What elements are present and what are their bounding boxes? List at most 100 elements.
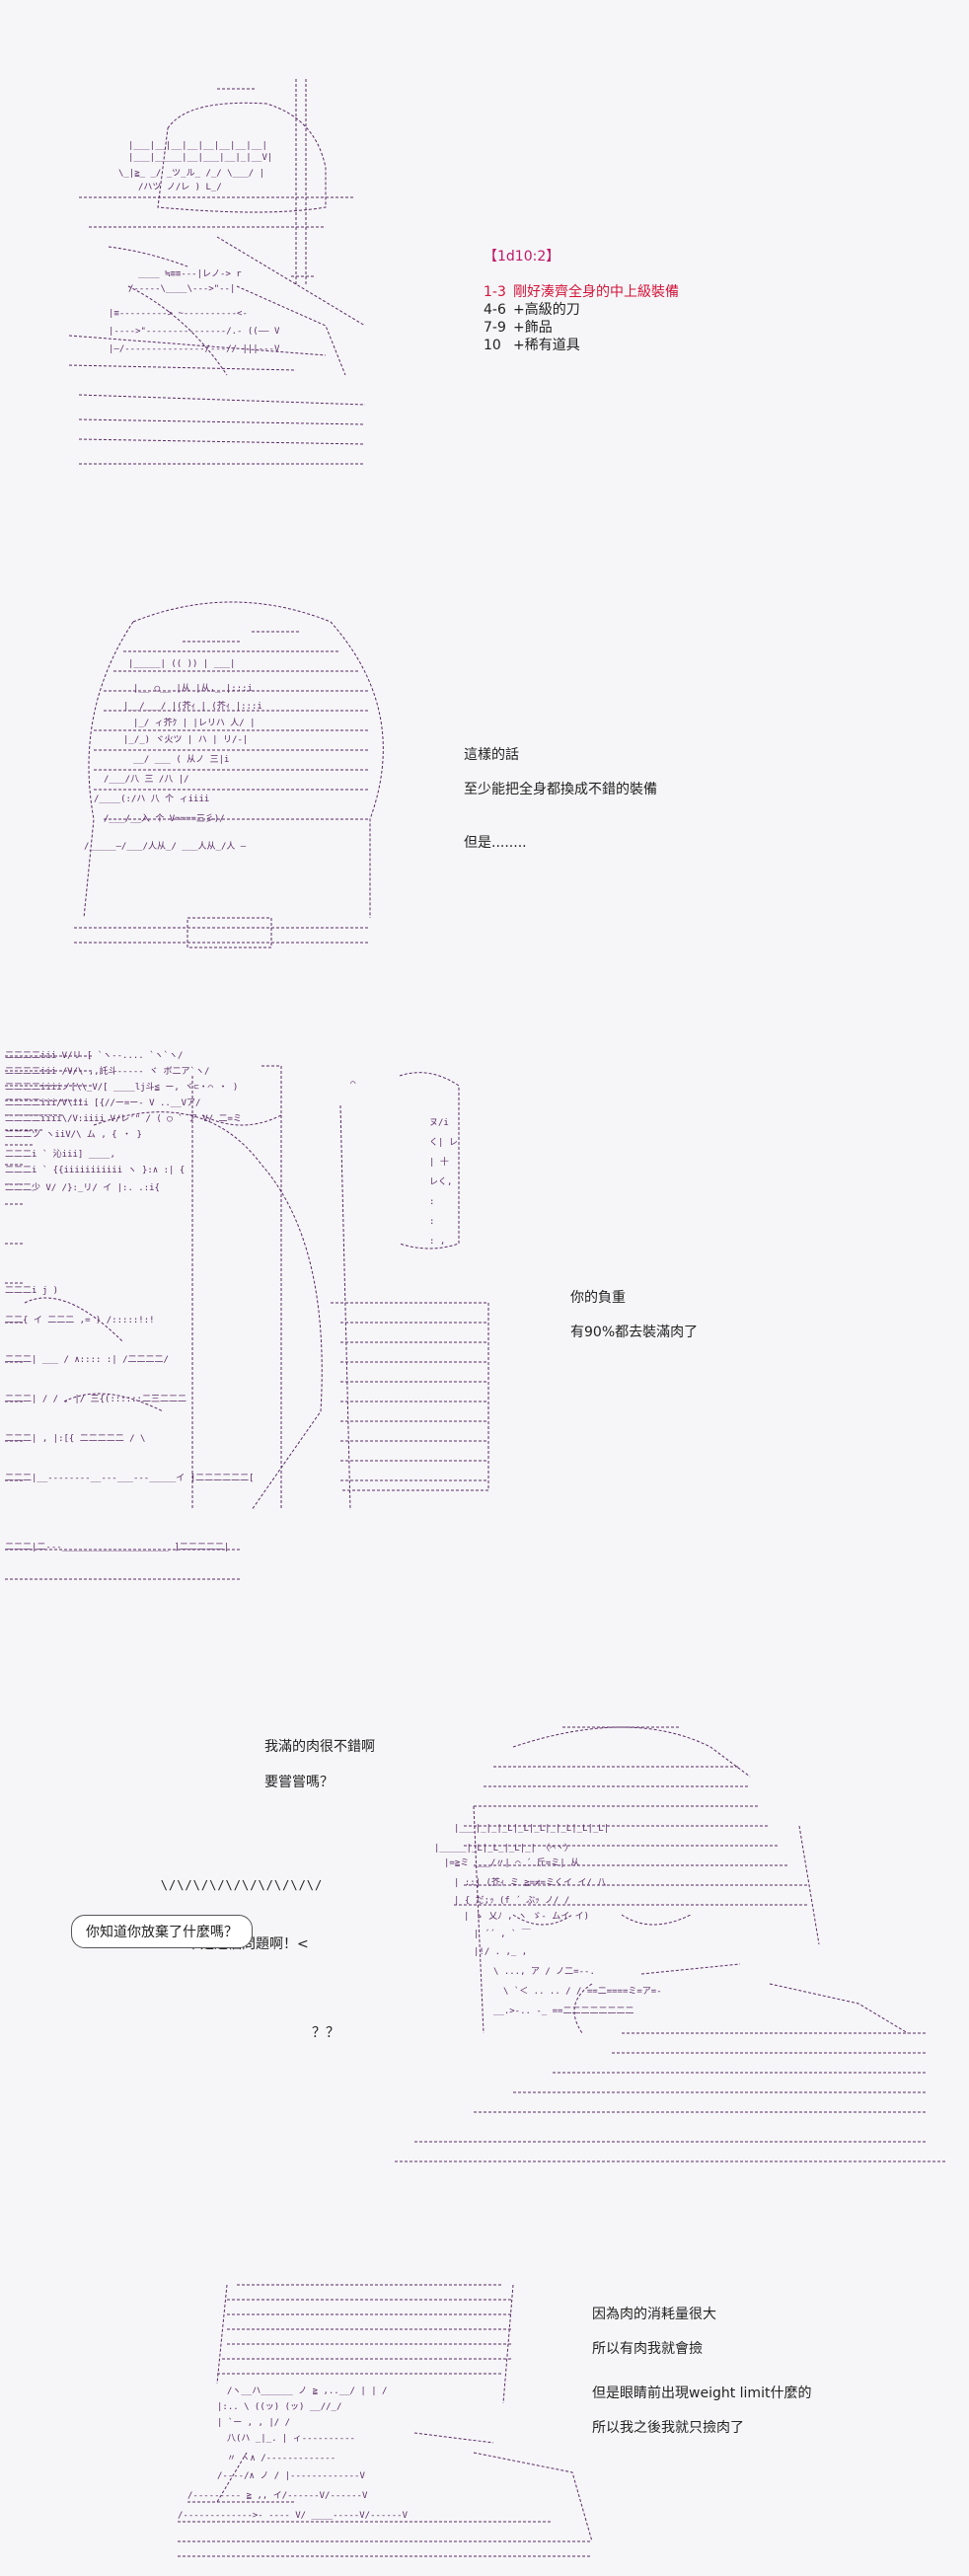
svg-text:レく,: レく, [429,1177,452,1187]
svg-text:二二二|二---____________________: 二二二|二---____________________ ]二二二二二| [5,1543,229,1553]
girl-eating-meat-figure: 二二二二iii V/リ [ `ヽ--.... `ヽ`ヽ/ 二二二二iii /V/… [5,1050,489,1580]
svg-text:二二二二iii V/リ [ `ヽ--...: 二二二二iii V/リ [ `ヽ--.... `ヽ`ヽ/ [5,1050,183,1061]
svg-text::: : [429,1197,434,1207]
svg-text:: ,: : , [429,1237,445,1247]
svg-text:/_____—/___/人从_/ ___人从_/人 —: /_____—/___/人从_/ ___人从_/人 — [84,841,247,852]
svg-text:| 十: | 十 [429,1156,449,1168]
result-row-2-text: +高級的刀 [513,302,580,318]
result-row-4-text: +稀有道具 [513,338,580,353]
svg-text:二二二i j ): 二二二i j ) [5,1286,58,1296]
svg-text:|_____|_L|_L_|_L|_| 〈⌒丶〉: |_____|_L|_L_|_L|_| 〈⌒丶〉 [434,1843,573,1854]
result-row-4-range: 10 [484,338,501,353]
narration-line-3: 但是眼睛前出現weight limit什麼的 [592,2386,812,2401]
boy-line-1: 我滿的肉很不錯啊 [264,1739,375,1755]
svg-text:/-----\____\--->"--|: /-----\____\--->"--| [128,284,235,294]
panel-3: 二二二二iii V/リ [ `ヽ--.... `ヽ`ヽ/ 二二二二iii /V/… [0,1036,969,1609]
svg-text:|___|_|_|_L|_L|_L|_|_L|_L|_L|: |___|_|_|_L|_L|_L|_|_L|_L|_L| [454,1824,609,1834]
svg-text:二二二二iiiiノ[\\_V/[ ____lj斗≦ ー,: 二二二二iiiiノ[\\_V/[ ____lj斗≦ ー, ヾ⊂・⌒ ・ ) [5,1082,238,1093]
knight-with-sword-figure: |___|__|__|__|__|__|__|__| |___|_____|__… [69,79,366,465]
character-ascii-art-5: /ヽ__ハ______ ノ ≧ ,..__/ | | / |:.. \ ((ッ)… [178,2275,612,2561]
svg-text:二二二二iii/V\iii [{//ー=ー- V: 二二二二iii/V\iii [{//ー=ー- V ..__Vア/ [5,1099,200,1108]
svg-text:__/ ___ ( 从ノ 三|i: __/ ___ ( 从ノ 三|i [133,754,229,765]
narration-line-1: 這樣的話 [464,747,519,763]
svg-text:⌒: ⌒ [350,1079,356,1089]
svg-text:|__/___/ |(芥ｨ | (芥ｨ |:::i: |__/___/ |(芥ｨ | (芥ｨ |:::i [123,701,262,712]
svg-text:|!/ . ,_ ,: |!/ . ,_ , [474,1947,527,1957]
svg-text:|≡---------> ~----------<-: |≡---------> ~----------<- [109,309,248,319]
svg-text:|=≧ミ ___/〃| ⌒ ´ 斤=ミ| 从: |=≧ミ ___/〃| ⌒ ´ 斤=ミ| 从 [444,1857,579,1868]
svg-text:| `ー , , |/ /: | `ー , , |/ / [217,2417,290,2428]
svg-text:|___|_____|__|___|__|_|__V|: |___|_____|__|___|__|_|__V| [128,153,272,163]
panel-4: 我滿的肉很不錯啊 要嘗嘗嗎？ \/\/\/\/\/\/\/\/\/\/ >不是這… [0,1688,969,2181]
svg-text:く| レ: く| レ [429,1138,458,1148]
panel-5: /ヽ__ハ______ ノ ≧ ,..__/ | | / |:.. \ ((ッ)… [0,2260,969,2576]
svg-text:|___|__|__|__|__|__|__|__|: |___|__|__|__|__|__|__|__| [128,141,267,151]
svg-text:/___/__入 个 V====三彡)/: /___/__入 个 V====三彡)/ [104,813,225,824]
svg-text:|_/ ィ芥ｸ | |レリハ 人/ |: |_/ ィ芥ｸ | |レリハ 人/ | [133,718,256,728]
svg-text:__.>-.. -_ ==二二二二二二二二: __.>-.. -_ ==二二二二二二二二 [493,2007,634,2016]
svg-text:|---->"---------------/.- ((—: |---->"---------------/.- ((—— V [109,327,280,337]
svg-text:/ハツ ノ/レ ) L_/: /ハツ ノ/レ ) L_/ [138,183,222,192]
character-ascii-art-2: |_____| (( )) | ___| |__ ◯__ |从 |从,_ |::… [74,592,429,957]
narration-line-1: 你的負重 [570,1290,626,1306]
svg-text:| ´´ , ` ￣: | ´´ , ` ￣ [474,1928,531,1939]
narration-line-3: 但是........ [464,835,527,851]
svg-text:| ゝ 乂ﾉ , ヽ ゞ- ムイ イ): | ゝ 乂ﾉ , ヽ ゞ- ムイ イ) [464,1911,589,1922]
boy-line-2: 要嘗嘗嗎？ [264,1775,334,1790]
result-row-3-range: 7-9 [484,320,506,336]
narration-line-1: 因為肉的消耗量很大 [592,2307,716,2322]
panel-2: |_____| (( )) | ___| |__ ◯__ |从 |从,_ |::… [0,582,969,977]
svg-text:ヌ/i: ヌ/i [429,1118,449,1128]
result-row-3-text: +飾品 [513,320,553,336]
burst-top-edge: \/\/\/\/\/\/\/\/\/\/ [160,1878,324,1892]
svg-text:/--------- ≧ ,, イ/----: /--------- ≧ ,, イ/------V/------V [187,2491,368,2501]
svg-text:/___/八 三 /八 |/: /___/八 三 /八 |/ [104,775,189,785]
result-row-1-range: 1-3 [484,284,506,300]
character-ascii-art-1: |___|__|__|__|__|__|__|__| |___|_____|__… [69,79,484,484]
svg-text:|—/---------------/---// |||-: |—/---------------/---// |||---V [109,344,280,354]
speech-bubble: 你知道你放棄了什麼嗎？ [71,1915,253,1948]
boy-eyes-closed-figure: /ヽ__ハ______ ノ ≧ ,..__/ | | / |:.. \ ((ッ)… [178,2284,593,2557]
svg-text:|__ ◯__ |从 |从,_ |:::i: |__ ◯__ |从 |从,_ |:::i [133,683,253,694]
svg-text:二二二| / / ,: 二二二| / / , |/ 三{(::::::二三二二二 [5,1395,186,1404]
svg-text::: : [429,1217,434,1227]
svg-text:二二二i ` {{iiiiiiiiiii ヽ: 二二二i ` {{iiiiiiiiiii ヽ }:∧ :| { [5,1165,185,1175]
svg-text:|_/_) ヾ火ツ | ハ | リ/-|: |_/_) ヾ火ツ | ハ | リ/-| [123,734,248,745]
svg-text:〃 ヽ∧ /------------: 〃 ヽ∧ /------------- [227,2454,335,2463]
narration-line-2: 至少能把全身都換成不錯的裝備 [464,782,657,797]
narration-line-4: 所以我之後我就只撿肉了 [592,2420,744,2436]
svg-text:/----/∧ ノ / |--------: /----/∧ ノ / |-------------V [217,2471,365,2481]
svg-text:二二二| ,: 二二二| , |:[{ 二二二二二 / \ [5,1434,145,1444]
svg-text:| { だ;ｯ (f ´ ぶｯ ノ/ /: | { だ;ｯ (f ´ ぶｯ ノ/ / [454,1895,569,1906]
panel-1: |___|__|__|__|__|__|__|__| |___|_____|__… [0,0,969,513]
boy-chewing-figure: |___|_|_|_L|_L|_L|_|_L|_L|_L| |_____|_L|… [395,1726,947,2162]
svg-text:二二二| ___ / ∧::: 二二二| ___ / ∧:::: :| /二二二二/ [5,1355,169,1365]
svg-text:\ `＜ .. .. / / ==二====ミ: \ `＜ .. .. / / ==二====ミ=ア=- [503,1986,662,1997]
dice-roll-label: 【1d10:2】 [484,249,560,265]
svg-text:二二二i ` 沁iii] ____,: 二二二i ` 沁iii] ____, [5,1149,115,1160]
svg-text:二二二少 V/: 二二二少 V/ /}:_リ/ イ |:. .:i{ [5,1182,160,1193]
svg-text:八(ハ _|_. | ィ-------: 八(ハ _|_. | ィ---------- [227,2434,355,2444]
svg-text:二二二|__--------__---___---_____: 二二二|__--------__---___---_____イ ]二二二二二二[ [5,1474,255,1483]
svg-text:二二{ イ 二二二 ,= ): 二二{ イ 二二二 ,= ) /:::::!:! [5,1316,155,1326]
svg-text:/------------->- -‐-- V/ ___: /------------->- -‐-- V/ ____-----V/----… [178,2511,409,2521]
svg-text:|_____| (( )) | ___|: |_____| (( )) | ___| [128,659,235,669]
svg-text:\_|≧_ _/ _ツ_ル_ /_/ \___/ |: \_|≧_ _/ _ツ_ル_ /_/ \___/ | [118,169,264,179]
hooded-girl-figure: |_____| (( )) | ___| |__ ◯__ |从 |从,_ |::… [74,601,384,948]
narration-line-2: 有90%都去裝滿肉了 [570,1325,699,1340]
character-ascii-art-4: |___|_|_|_L|_L|_L|_|_L|_L|_L| |_____|_L|… [395,1707,947,2171]
svg-text:二二二二iiii\/V:iiii V/レ'" / (: 二二二二iiii\/V:iiii V/レ'" / ( ◯ ` ア V/ 二=ミ [5,1113,242,1124]
result-row-2-range: 4-6 [484,302,506,318]
svg-text:|:.. \ ((ッ) (ッ) __//_/: |:.. \ ((ッ) (ッ) __//_/ [217,2402,341,2412]
svg-text:/____(:/ハ 八 个 ィiiii: /____(:/ハ 八 个 ィiiii [94,794,209,804]
character-ascii-art-3: 二二二二iii V/リ [ `ヽ--.... `ヽ`ヽ/ 二二二二iii /V/… [5,1046,543,1599]
svg-text:二二二二iii /V/\ ,,託斗-----: 二二二二iii /V/\ ,,託斗----- ヾ ボ二ア`ヽ/ [5,1065,209,1077]
svg-text:____ ≒≡≡---|レノ-> r: ____ ≒≡≡---|レノ-> r [138,269,242,279]
svg-text:| ::| (芥ｨ ミ ≧=≠=ミくイ イ/ 八: | ::| (芥ｨ ミ ≧=≠=ミくイ イ/ 八 [454,1877,606,1888]
question-marks: ？？ [312,2025,339,2041]
narration-line-2: 所以有肉我就會撿 [592,2341,703,2357]
result-row-1-text: 剛好湊齊全身的中上級裝備 [513,284,679,300]
svg-text:/ヽ__ハ______ ノ ≧ ,..__/ | |: /ヽ__ハ______ ノ ≧ ,..__/ | | / [227,2387,387,2396]
svg-text:\ ..., ア / ノ二=--.: \ ..., ア / ノ二=--. [493,1967,595,1977]
svg-text:二二二ツ ヽiiV/\ ム , { ・ }: 二二二ツ ヽiiV/\ ム , { ・ } [5,1129,142,1140]
